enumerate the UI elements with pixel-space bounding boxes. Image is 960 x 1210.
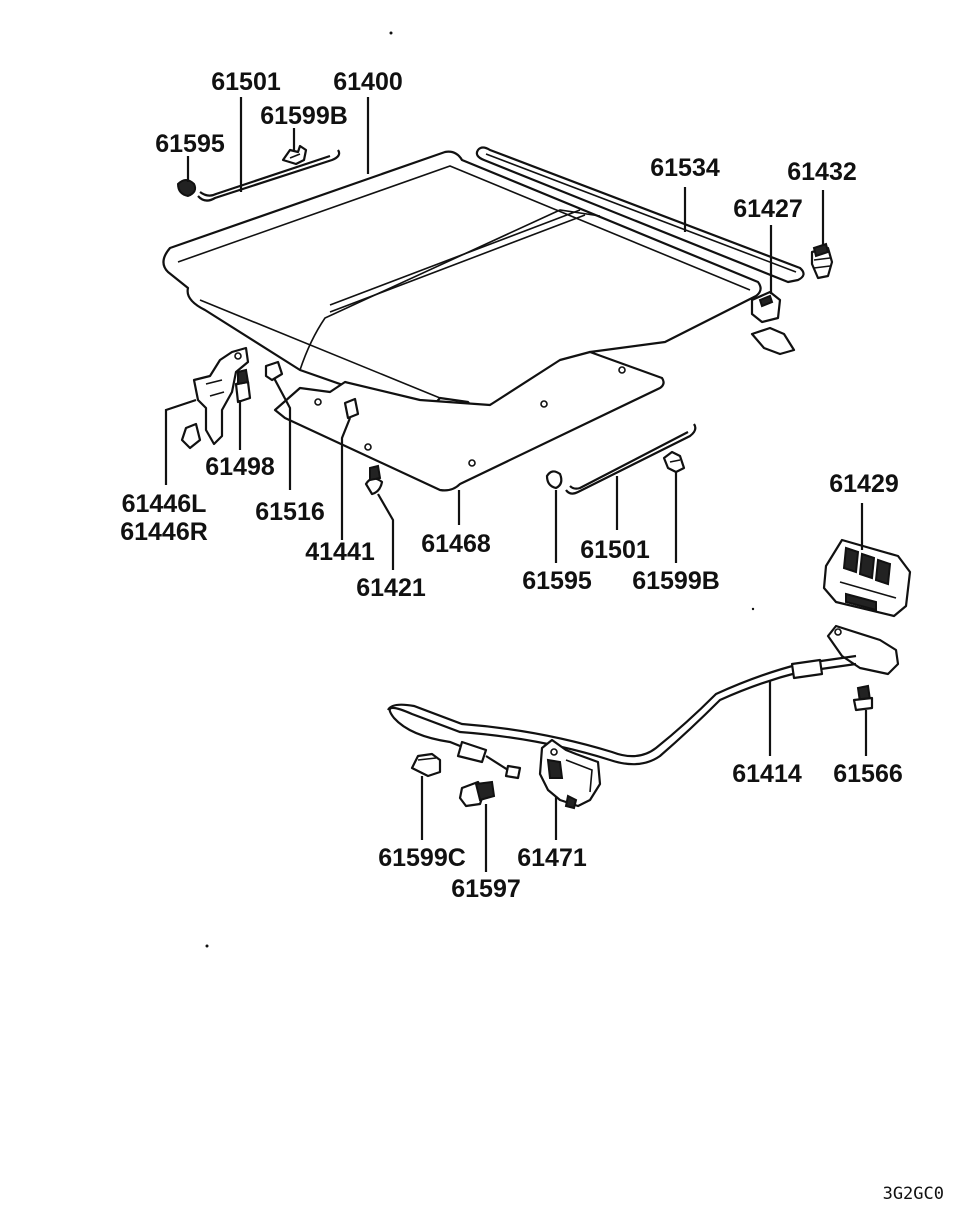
grommet-mid	[545, 470, 563, 490]
callout-61516: 61516	[255, 498, 325, 526]
callout-61468: 61468	[421, 530, 491, 558]
scan-dot	[389, 31, 393, 35]
hood-bumper	[810, 242, 834, 280]
callout-61446r: 61446R	[120, 518, 208, 546]
callout-labels: 61501 61400 61599B 61595 61534 61432 614…	[120, 68, 944, 1204]
callout-61432: 61432	[787, 158, 857, 186]
hood-lock	[538, 738, 602, 810]
diagram-code: 3G2GC0	[883, 1184, 944, 1204]
callout-61421: 61421	[356, 574, 426, 602]
hood-retainer	[750, 290, 796, 356]
callout-61501-mid: 61501	[580, 536, 650, 564]
scan-dot	[205, 944, 209, 948]
grommet-top	[176, 179, 197, 198]
callout-61597: 61597	[451, 875, 521, 903]
hood-panel	[162, 150, 762, 414]
callout-61599b-top: 61599B	[260, 102, 348, 130]
callout-61599c: 61599C	[378, 844, 466, 872]
hood-support-rod-top	[197, 149, 341, 202]
callout-61429: 61429	[829, 470, 899, 498]
clip-top	[281, 144, 308, 166]
callout-61414: 61414	[732, 760, 802, 788]
lock-bolt	[458, 780, 496, 808]
release-cable	[387, 654, 857, 780]
scan-dot	[751, 607, 755, 611]
callout-61534: 61534	[650, 154, 720, 182]
callout-61427: 61427	[733, 195, 803, 223]
callout-61471: 61471	[517, 844, 587, 872]
insulator-fastener	[364, 464, 384, 496]
callout-41441: 41441	[305, 538, 375, 566]
release-handle-bracket	[826, 624, 900, 676]
insulator-clip-a	[264, 360, 284, 382]
hinge-bolt	[234, 368, 252, 404]
hood-hinge	[180, 346, 250, 450]
cable-clip	[410, 752, 442, 778]
hood-insulator	[273, 350, 665, 492]
callout-61599b-mid: 61599B	[632, 567, 720, 595]
clip-mid	[662, 450, 686, 474]
release-handle	[822, 538, 912, 618]
callout-61595-mid: 61595	[522, 567, 592, 595]
callout-61446l: 61446L	[122, 490, 207, 518]
callout-61501-top: 61501	[211, 68, 281, 96]
hood-weatherstrip	[475, 146, 805, 284]
hood-support-rod-mid	[565, 423, 697, 495]
callout-61498: 61498	[205, 453, 275, 481]
handle-bolt	[852, 684, 874, 712]
leader-lines	[164, 97, 868, 872]
callout-61595-top: 61595	[155, 130, 225, 158]
callout-61400: 61400	[333, 68, 403, 96]
insulator-clip-b	[343, 397, 360, 420]
callout-61566: 61566	[833, 760, 903, 788]
